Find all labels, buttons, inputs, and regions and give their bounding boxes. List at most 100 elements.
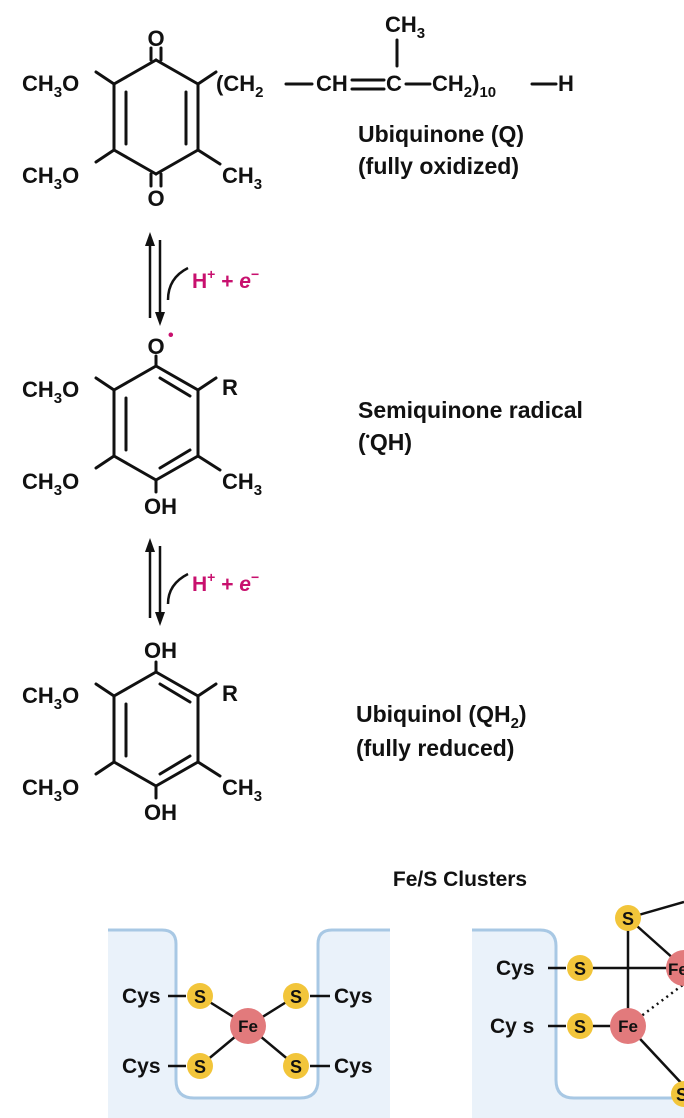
ring-bond	[154, 670, 200, 698]
protein-surface	[472, 928, 684, 1100]
substituent-bond	[94, 70, 116, 86]
cysteine-label: Cys	[122, 1055, 161, 1078]
ring-bond	[112, 364, 158, 392]
ubiquinol-name: Ubiquinol (QH2)	[356, 701, 527, 732]
radical-dot: •	[168, 327, 174, 344]
branch-methyl: CH3	[385, 12, 425, 42]
substituent-bond	[196, 376, 218, 392]
sulfur-atom	[187, 1053, 213, 1079]
substituent-bond	[94, 682, 116, 698]
iron-label: Fe	[668, 960, 684, 979]
proton-electron-label: H+ + e−	[192, 266, 259, 293]
ring-bond	[154, 454, 200, 482]
ring-double-bond	[158, 754, 192, 776]
fes-2fe-cluster: S S S S Fe Cys Cys Cys Cys	[108, 928, 390, 1118]
sulfur-label: S	[622, 909, 634, 929]
ring-bond	[112, 58, 158, 86]
equilibrium-arrow-1: H+ + e−	[145, 232, 259, 326]
ubiquinol-structure: OH R CH3O CH3O CH3 OH Ubiquinol (QH2) (f…	[22, 638, 527, 825]
ring-bond	[112, 760, 158, 788]
sulfur-atom	[187, 983, 213, 1009]
substituent-bond	[94, 454, 116, 470]
fes-title: Fe/S Clusters	[393, 868, 527, 891]
hydroxyl-group: OH	[144, 638, 177, 663]
sulfur-label: S	[194, 987, 206, 1007]
substituent-bond	[94, 376, 116, 392]
methoxy-group: CH3O	[22, 775, 79, 805]
ring-double-bond	[158, 376, 192, 398]
methoxy-group: CH3O	[22, 377, 79, 407]
chain-h: H	[558, 71, 574, 96]
cysteine-label: Cy s	[490, 1015, 534, 1038]
ubiquinone-structure: O O CH3O CH3O CH3 (CH2 CH C CH3 CH2)10 H…	[22, 12, 574, 211]
atom-o: O	[147, 186, 164, 211]
curved-arrow	[166, 572, 189, 605]
curved-arrow	[166, 266, 189, 301]
chain-ch: CH	[316, 71, 348, 96]
atom-o: O	[147, 334, 164, 359]
cysteine-label: Cys	[334, 1055, 373, 1078]
methoxy-group: CH3O	[22, 71, 79, 101]
r-group: R	[222, 375, 238, 400]
methoxy-group: CH3O	[22, 469, 79, 499]
substituent-bond	[196, 454, 222, 472]
ring-bond	[154, 58, 200, 86]
sulfur-label: S	[290, 987, 302, 1007]
ring-double-bond	[158, 682, 192, 704]
ring-bond	[112, 670, 158, 698]
arrowhead	[155, 612, 165, 626]
chain-c: C	[386, 71, 402, 96]
sulfur-label: S	[194, 1057, 206, 1077]
iron-atom	[666, 950, 684, 986]
substituent-bond	[196, 682, 218, 698]
atom-o: O	[147, 26, 164, 51]
ubiquinone-state: (fully oxidized)	[358, 153, 519, 179]
sulfur-label: S	[290, 1057, 302, 1077]
chain-ch2-group: CH2)10	[432, 71, 496, 101]
sulfur-atom	[671, 1081, 684, 1107]
ubiquinol-state: (fully reduced)	[356, 735, 514, 761]
cysteine-label: Cys	[496, 957, 535, 980]
semiquinone-structure: O • R CH3O CH3O CH3 OH Semiquinone radic…	[22, 327, 583, 519]
iron-atom	[610, 1008, 646, 1044]
cysteine-label: Cys	[334, 985, 373, 1008]
methyl-group: CH3	[222, 469, 262, 499]
arrowhead	[145, 538, 155, 552]
sulfur-label: S	[574, 1017, 586, 1037]
substituent-bond	[94, 760, 116, 776]
arrowhead	[145, 232, 155, 246]
hydroxyl-group: OH	[144, 494, 177, 519]
sulfur-atom	[615, 905, 641, 931]
iron-label: Fe	[618, 1017, 638, 1036]
protein-pocket	[472, 930, 684, 1118]
substituent-bond	[196, 70, 218, 86]
ring-bond	[154, 364, 200, 392]
substituent-bond	[196, 760, 222, 778]
isoprenoid-chain: (CH2	[216, 71, 263, 101]
equilibrium-arrow-2: H+ + e−	[145, 538, 259, 626]
methoxy-group: CH3O	[22, 163, 79, 193]
ubiquinone-name: Ubiquinone (Q)	[358, 121, 524, 147]
semiquinone-name: Semiquinone radical	[358, 397, 583, 423]
methoxy-group: CH3O	[22, 683, 79, 713]
semiquinone-state: (•QH)	[358, 429, 412, 455]
iron-atom	[230, 1008, 266, 1044]
ring-bond	[154, 148, 200, 176]
ring-bond	[112, 148, 158, 176]
ring-double-bond	[158, 448, 192, 470]
substituent-bond	[94, 148, 116, 164]
sulfur-atom	[283, 1053, 309, 1079]
methyl-group: CH3	[222, 775, 262, 805]
ring-bond	[154, 760, 200, 788]
r-group: R	[222, 681, 238, 706]
sulfur-label: S	[574, 959, 586, 979]
protein-surface	[108, 928, 390, 1100]
sulfur-label: S	[676, 1085, 684, 1105]
iron-label: Fe	[238, 1017, 258, 1036]
sulfur-atom	[283, 983, 309, 1009]
sulfur-atom	[567, 955, 593, 981]
arrowhead	[155, 312, 165, 326]
sulfur-atom	[567, 1013, 593, 1039]
cysteine-label: Cys	[122, 985, 161, 1008]
